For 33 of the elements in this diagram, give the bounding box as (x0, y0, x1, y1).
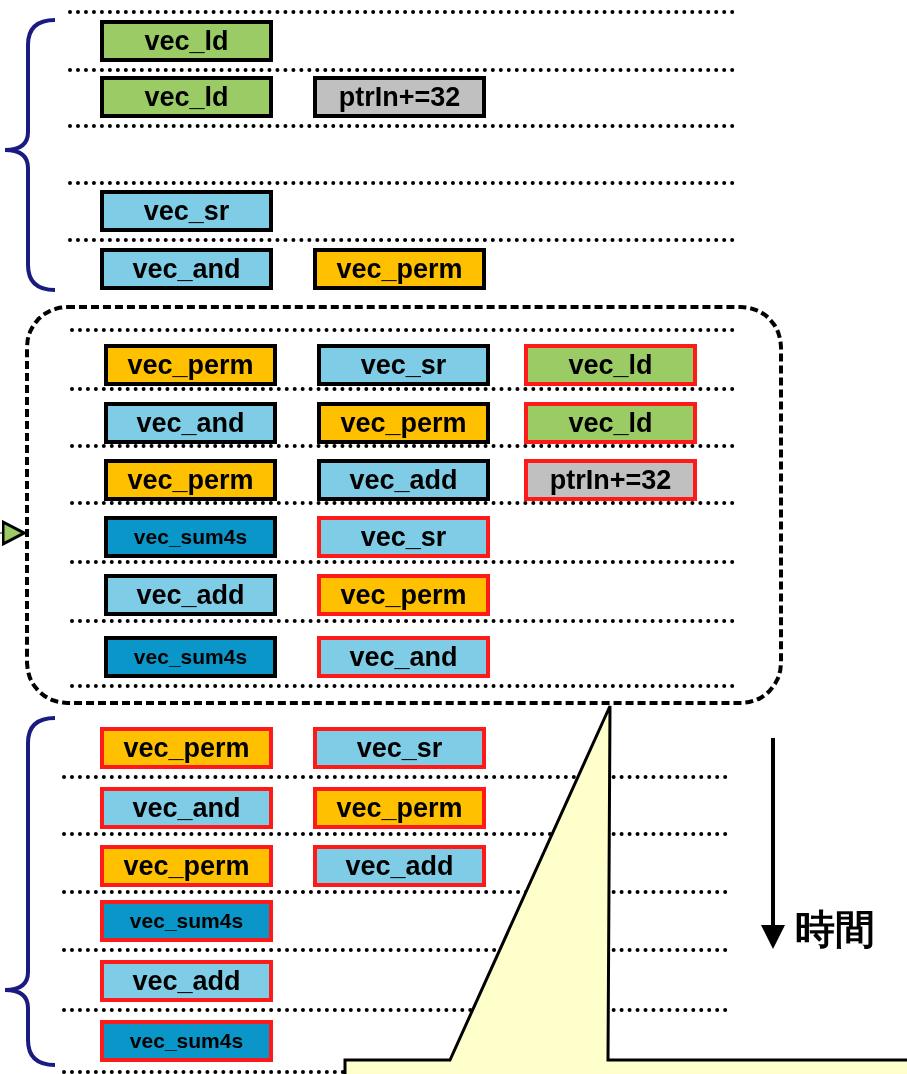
instruction-box: vec_sum4s (100, 900, 273, 942)
instruction-box: vec_sum4s (104, 516, 277, 558)
instruction-box: vec_and (104, 402, 277, 444)
instruction-box: vec_perm (313, 787, 486, 829)
instruction-box: vec_perm (313, 248, 486, 290)
instruction-box: ptrIn+=32 (524, 459, 697, 501)
instruction-box: vec_add (317, 459, 490, 501)
instruction-box: ptrIn+=32 (313, 76, 486, 118)
instruction-box: vec_perm (100, 727, 273, 769)
instruction-box: vec_perm (104, 344, 277, 386)
instruction-box: vec_and (100, 248, 273, 290)
instruction-box: vec_sum4s (104, 636, 277, 678)
dashed-region (25, 305, 783, 705)
instruction-box: vec_add (100, 960, 273, 1002)
instruction-box: vec_perm (317, 574, 490, 616)
instruction-box: vec_sr (317, 344, 490, 386)
instruction-box: vec_ld (100, 76, 273, 118)
instruction-box: vec_ld (524, 344, 697, 386)
instruction-box: vec_ld (524, 402, 697, 444)
instruction-box: vec_and (100, 787, 273, 829)
arrow (0, 520, 26, 546)
instruction-box: vec_sum4s (100, 1020, 273, 1062)
axis-label: 時間 (795, 905, 875, 954)
instruction-box: vec_sr (317, 516, 490, 558)
instruction-box: vec_add (313, 845, 486, 887)
instruction-box: vec_ld (100, 20, 273, 62)
instruction-box: vec_sr (313, 727, 486, 769)
instruction-box: vec_sr (100, 190, 273, 232)
instruction-box: vec_perm (104, 459, 277, 501)
instruction-box: vec_and (317, 636, 490, 678)
instruction-box: vec_perm (317, 402, 490, 444)
instruction-box: vec_add (104, 574, 277, 616)
instruction-box: vec_perm (100, 845, 273, 887)
